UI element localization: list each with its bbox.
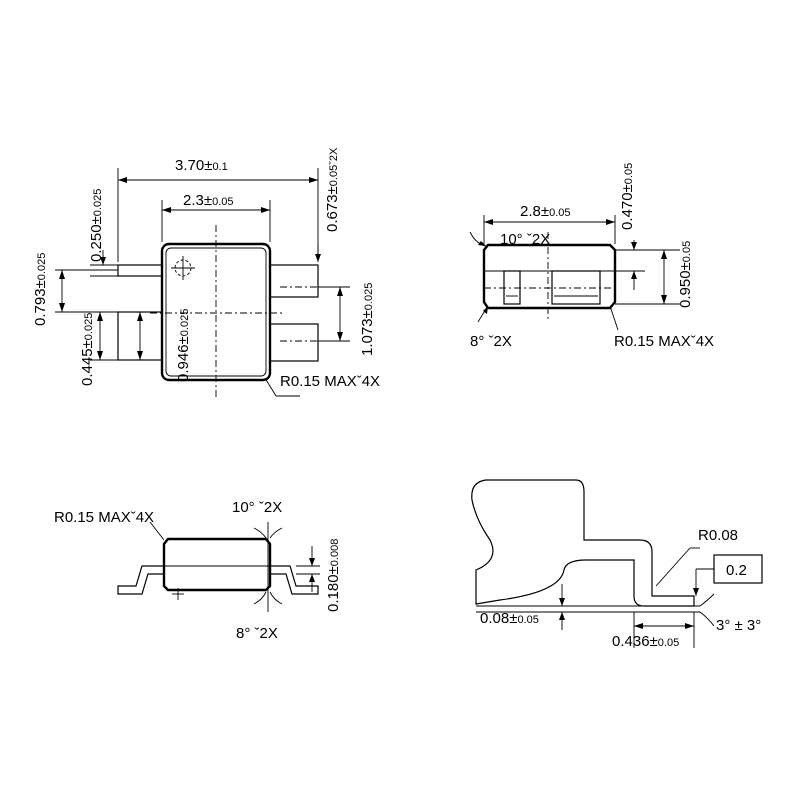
side-radius-leader [609, 305, 619, 331]
end-angle-top-arc-right [269, 527, 283, 539]
dim-28-arrow-left [484, 219, 493, 225]
dim-0673-label: 0.673±0.05ˇ2X [324, 147, 341, 232]
dim-008-label: 0.08±0.05 [480, 610, 539, 627]
end-angle-bottom-arc-left [253, 591, 267, 605]
dim-008-arrow-top [559, 598, 565, 606]
dim-0793-arrow-bottom [59, 303, 65, 312]
dim-0250-label: 0.250±0.025 [88, 189, 105, 262]
dim-0950-arrow-top [661, 250, 667, 259]
dim-0470-arrow-bottom [631, 271, 637, 279]
side-body-outline [482, 243, 617, 310]
detail-view: 0.08±0.05 R0.08 0.2 0.436±0.05 3° ± 3° [471, 479, 763, 650]
detail-radius-label: R0.08 [698, 527, 738, 544]
dim-0946-label: 0.946±0.025 [175, 309, 192, 382]
dim-008-arrow-bottom [559, 612, 565, 620]
dim-23-arrow-left [162, 207, 171, 213]
dim-0470-arrow-top [631, 242, 637, 250]
end-angle-bottom-label: 8° ˇ2X [236, 625, 278, 642]
dim-0445-arrow-top [97, 312, 103, 321]
dim-0793-label: 0.793±0.025 [32, 253, 49, 326]
dim-370-label: 3.70±0.1 [175, 157, 228, 174]
side-radius-label: R0.15 MAXˇ4X [614, 333, 714, 350]
side-angle-top-label: 10° ˇ2X [500, 231, 550, 248]
dim-0180-arrow-bottom [309, 574, 315, 582]
end-radius-label: R0.15 MAXˇ4X [54, 509, 154, 526]
side-lead-left [503, 270, 521, 305]
detail-angle-label: 3° ± 3° [716, 617, 761, 634]
dim-0950-label: 0.950±0.05 [677, 241, 694, 308]
dim-0436-arrow-right [685, 623, 694, 629]
dim-0470-label: 0.470±0.05 [619, 163, 636, 230]
dim-0793-arrow-top [59, 270, 65, 279]
top-lead-right-2 [269, 323, 319, 362]
detail-angle-arc-top [699, 593, 715, 607]
top-lead-left-1 [117, 264, 163, 277]
side-angle-top-arrow [478, 241, 486, 246]
top-radius-label: R0.15 MAXˇ4X [280, 373, 380, 390]
dim-0673-arrow [315, 254, 321, 262]
top-lead-right-1 [269, 264, 319, 298]
dim-370-arrow-left [118, 177, 127, 183]
end-lead-right [270, 565, 319, 595]
end-angle-top-label: 10° ˇ2X [232, 499, 282, 516]
detail-radius-leader [655, 547, 691, 587]
end-view: R0.15 MAXˇ4X 10° ˇ2X 0.180±0.008 8° ˇ2X [54, 499, 342, 642]
side-angle-bottom-arrow [483, 306, 488, 314]
dim-0250-arrow [100, 257, 106, 265]
tolerance-box-arrow [693, 588, 699, 596]
side-angle-bottom-label: 8° ˇ2X [470, 333, 512, 350]
detail-angle-arc-bottom [699, 611, 715, 627]
side-lead-right [551, 270, 601, 305]
dim-370-arrow-right [309, 177, 318, 183]
dim-0436-arrow-left [634, 623, 643, 629]
end-radius-leader [149, 521, 165, 541]
dim-0946-arrow-top [137, 312, 143, 321]
end-body-outline [162, 537, 272, 592]
dim-28-label: 2.8±0.05 [520, 203, 571, 220]
dim-0445-label: 0.445±0.025 [79, 313, 96, 386]
dim-0946-arrow-bottom [137, 351, 143, 360]
dim-0180-label: 0.180±0.008 [325, 539, 342, 612]
dim-0445-arrow-bottom [97, 351, 103, 360]
dim-0436-label: 0.436±0.05 [612, 633, 679, 650]
dim-0950-arrow-bottom [661, 295, 667, 304]
detail-outline [471, 479, 695, 607]
top-radius-leader [264, 377, 277, 397]
end-angle-bottom-arc-right [269, 591, 283, 605]
end-lead-left [117, 565, 164, 595]
dim-23-arrow-right [261, 207, 270, 213]
dim-23-label: 2.3±0.05 [183, 192, 234, 209]
tolerance-box-label: 0.2 [726, 562, 747, 579]
dim-0180-arrow-top [309, 558, 315, 566]
dim-1073-arrow-bottom [337, 332, 343, 341]
top-view: 3.70±0.1 2.3±0.05 0.250±0.025 0.793±0.02… [32, 147, 380, 398]
end-angle-top-arc-left [253, 527, 267, 539]
dim-1073-label: 1.073±0.025 [359, 283, 376, 356]
dim-28-arrow-right [606, 219, 615, 225]
dim-1073-arrow-top [337, 287, 343, 296]
side-view: 2.8±0.05 10° ˇ2X 0.470±0.05 0.950±0.05 8… [469, 163, 714, 350]
